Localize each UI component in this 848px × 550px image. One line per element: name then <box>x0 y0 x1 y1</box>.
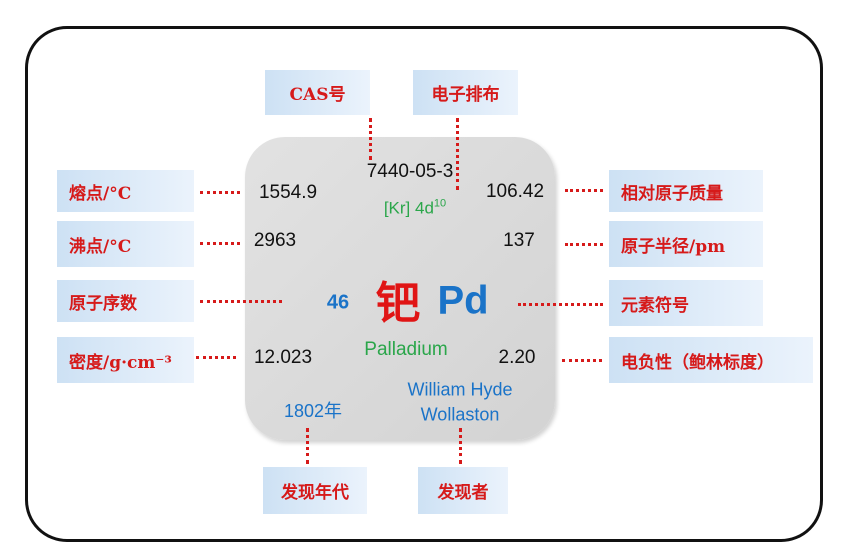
label-electron-config: 电子排布 <box>413 70 518 115</box>
element-symbol: Pd <box>437 278 489 323</box>
connector-cas <box>369 118 372 160</box>
label-cas: CAS号 <box>265 70 370 115</box>
label-discoverer: 发现者 <box>418 467 508 514</box>
connector-discoverer <box>459 428 462 464</box>
connector-radius <box>565 243 603 246</box>
boiling-point-value: 2963 <box>253 230 297 251</box>
connector-mass <box>565 189 603 192</box>
discovery-year-value: 1802年 <box>283 401 343 421</box>
discoverer-line2: Wollaston <box>420 404 500 425</box>
chinese-name: 钯 <box>376 278 420 329</box>
connector-melting <box>200 191 240 194</box>
cas-value: 7440-05-3 <box>366 161 454 182</box>
density-value: 12.023 <box>253 347 313 368</box>
discoverer-line1: William Hyde <box>407 379 513 400</box>
connector-density <box>196 356 236 359</box>
atomic-number-value: 46 <box>326 291 350 314</box>
label-atomic-mass: 相对原子质量 <box>609 170 763 212</box>
element-card <box>245 137 555 440</box>
atomic-mass-value: 106.42 <box>485 181 545 202</box>
label-electronegativity: 电负性（鲍林标度） <box>609 337 813 383</box>
electron-config-base: [Kr] 4d <box>383 198 434 218</box>
connector-electronegativity <box>562 359 602 362</box>
label-density: 密度/g·cm⁻³ <box>57 337 194 383</box>
connector-symbol <box>518 303 603 306</box>
connector-atomic-number <box>200 300 282 303</box>
electron-config-value: [Kr] 4d10 <box>384 198 446 219</box>
electronegativity-value: 2.20 <box>498 347 536 368</box>
connector-year <box>306 428 309 464</box>
label-melting-point: 熔点/°C <box>57 170 194 212</box>
label-atomic-number: 原子序数 <box>57 280 194 322</box>
melting-point-value: 1554.9 <box>258 182 318 203</box>
connector-boiling <box>200 242 240 245</box>
label-boiling-point: 沸点/°C <box>57 221 194 267</box>
label-discovery-year: 发现年代 <box>263 467 367 514</box>
connector-electron-config <box>456 118 459 190</box>
outer-frame <box>25 26 823 542</box>
label-symbol: 元素符号 <box>609 280 763 326</box>
atomic-radius-value: 137 <box>503 230 535 251</box>
label-atomic-radius: 原子半径/pm <box>609 221 763 267</box>
english-name: Palladium <box>364 339 448 360</box>
electron-config-sup: 10 <box>433 197 447 210</box>
